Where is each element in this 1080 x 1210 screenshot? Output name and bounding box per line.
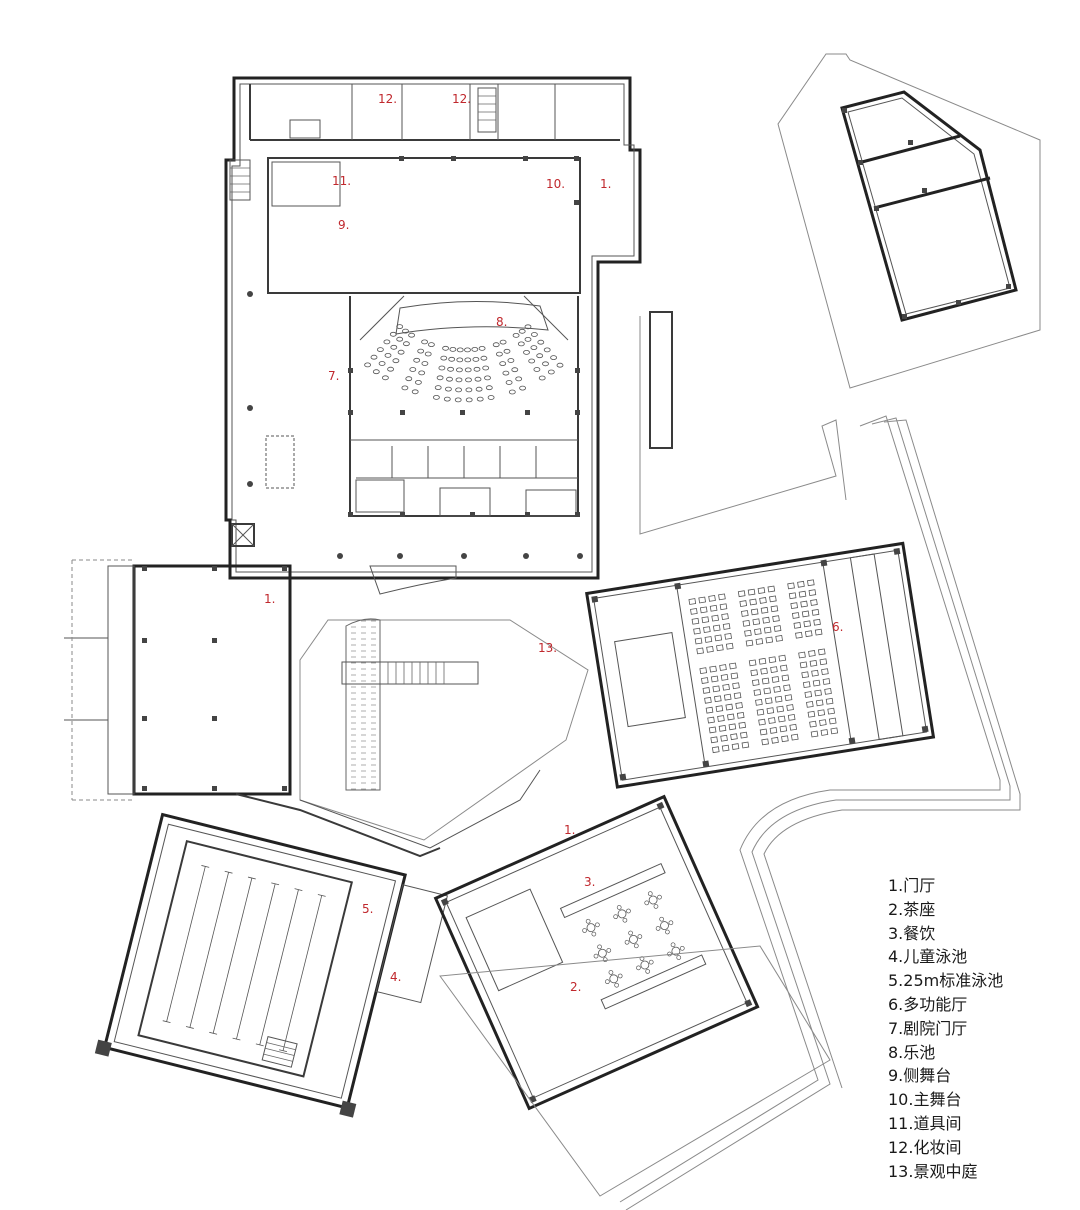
legend-item-standard-pool: 5.25m标准泳池 xyxy=(888,971,1004,991)
room-label-standard-pool: 5. xyxy=(362,902,374,916)
room-label-dressing-room-b: 12. xyxy=(452,92,472,106)
room-label-dining: 3. xyxy=(584,875,596,889)
legend-item-dining: 3.餐饮 xyxy=(888,923,936,943)
legend-item-side-stage: 9.侧舞台 xyxy=(888,1066,952,1086)
annex-building xyxy=(777,53,1041,389)
legend-item-multifunction-hall: 6.多功能厅 xyxy=(888,994,968,1014)
legend: 1.门厅 2.茶座 3.餐饮 4.儿童泳池 5.25m标准泳池 6.多功能厅 7… xyxy=(888,874,1003,1183)
theatre-block xyxy=(224,76,642,580)
room-label-tea-room: 2. xyxy=(570,980,582,994)
legend-item-orchestra-pit: 8.乐池 xyxy=(888,1042,936,1062)
legend-item-dressing-room: 12.化妆间 xyxy=(888,1137,962,1157)
legend-item-tea-room: 2.茶座 xyxy=(888,899,936,919)
courtyard xyxy=(299,311,847,841)
room-label-main-stage: 10. xyxy=(546,177,566,191)
legend-item-lobby: 1.门厅 xyxy=(888,876,936,895)
legend-item-kids-pool: 4.儿童泳池 xyxy=(888,947,968,967)
legend-item-prop-room: 11.道具间 xyxy=(888,1113,962,1133)
legend-item-main-stage: 10.主舞台 xyxy=(888,1090,962,1110)
room-label-dressing-room-a: 12. xyxy=(378,92,398,106)
room-label-side-stage: 9. xyxy=(338,218,350,232)
tea-dining-block xyxy=(433,794,760,1111)
multifunction-hall xyxy=(585,541,936,789)
entrance-hall-block xyxy=(64,559,292,801)
room-label-multifunction-hall: 6. xyxy=(832,620,844,634)
room-label-kids-pool: 4. xyxy=(390,970,402,984)
room-label-theatre-foyer: 7. xyxy=(328,369,340,383)
room-label-orchestra-pit: 8. xyxy=(496,315,508,329)
swimming-pool-block xyxy=(94,812,448,1118)
room-label-entrance-hall: 1. xyxy=(264,592,276,606)
room-label-lobby-top: 1. xyxy=(600,177,612,191)
legend-item-theatre-foyer: 7.剧院门厅 xyxy=(888,1018,968,1038)
room-label-lobby-south: 1. xyxy=(564,823,576,837)
room-label-prop-room: 11. xyxy=(332,174,352,188)
room-label-courtyard: 13. xyxy=(538,641,558,655)
site-boundary xyxy=(619,415,1021,1210)
legend-item-courtyard: 13.景观中庭 xyxy=(888,1161,978,1181)
